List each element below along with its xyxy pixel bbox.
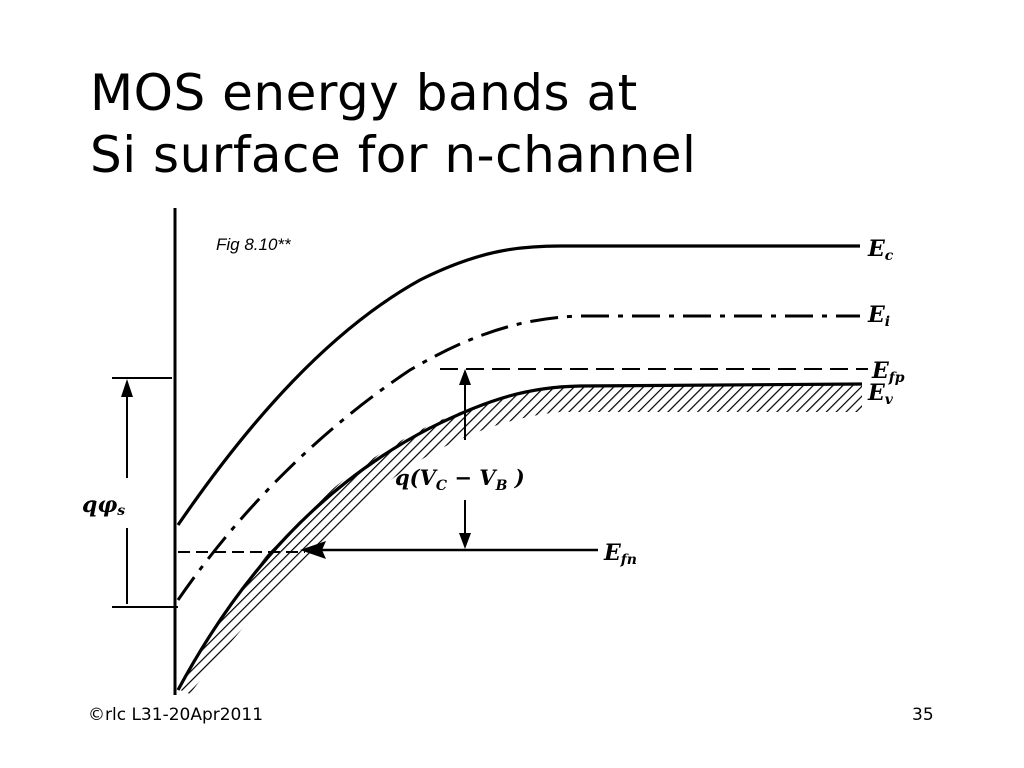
title-line-2: Si surface for n-channel <box>90 126 697 184</box>
vcb-label: q(VC − VB ) <box>395 465 525 494</box>
intrinsic-level-curve <box>176 314 860 601</box>
efp-label: Efp <box>871 358 905 386</box>
figure-label: Fig 8.10** <box>216 235 292 254</box>
ev-label: Ev <box>867 380 894 408</box>
vcb-arrow-down-head <box>459 533 471 549</box>
qphi-arrow-up-head <box>121 379 133 397</box>
efn-label: Efn <box>603 540 637 568</box>
conduction-band-curve <box>176 244 860 526</box>
vcb-arrow-up-head <box>459 369 471 385</box>
ei-label: Ei <box>867 302 890 330</box>
valence-band-curve <box>176 382 863 691</box>
valence-band-hatch <box>180 384 862 694</box>
qphi-label: qφs <box>82 492 125 519</box>
slide-title: MOS energy bands at Si surface for n-cha… <box>90 62 696 186</box>
electron-fermi-arrowhead <box>300 541 326 559</box>
slide-number: 35 <box>912 705 934 725</box>
footer-copyright: ©rlc L31-20Apr2011 <box>88 705 264 725</box>
ec-label: Ec <box>867 236 894 264</box>
title-line-1: MOS energy bands at <box>90 64 638 122</box>
